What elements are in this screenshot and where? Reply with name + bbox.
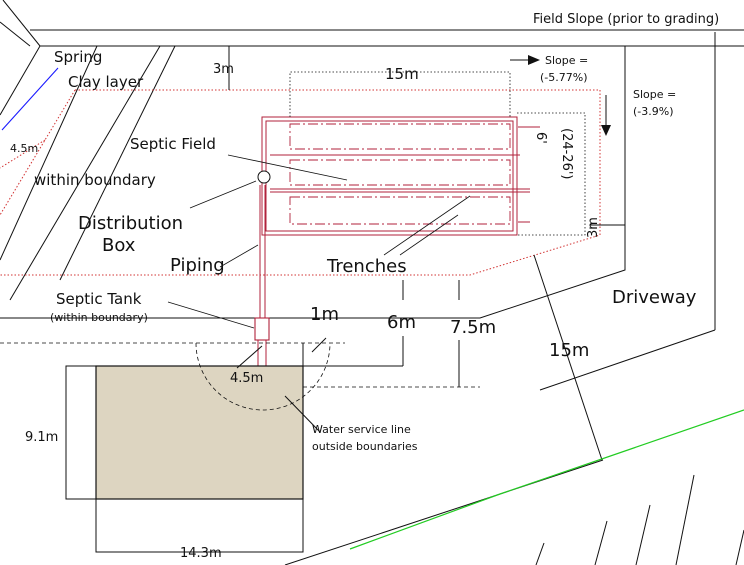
contour-lines-left: [0, 45, 176, 301]
spring-label: Spring: [54, 48, 102, 66]
septic-field-label: Septic Field: [130, 135, 216, 153]
slope-a-line2: (-5.77%): [540, 71, 588, 84]
dim-6ft: 6': [533, 132, 548, 144]
distribution-box-label-1: Distribution: [78, 213, 183, 234]
dim-6m: 6m: [387, 312, 416, 333]
house-group: [0, 280, 480, 553]
property-boundary: [0, 89, 601, 276]
field-slope-lines: [0, 0, 744, 47]
driveway-lines: [0, 32, 716, 391]
dim-4-5m-left: 4.5m: [10, 142, 38, 155]
hatch-lines: [535, 474, 744, 565]
dim-9-1m: 9.1m: [25, 430, 58, 445]
septic-tank-label: Septic Tank: [56, 290, 142, 308]
dim-1m: 1m: [310, 304, 339, 325]
septic-tank-symbol: [254, 317, 270, 341]
slope-b-line1: Slope =: [633, 88, 676, 101]
dim-15m-top: 15m: [385, 65, 419, 83]
road-edge: [349, 409, 744, 550]
trenches-label: Trenches: [326, 256, 407, 277]
septic-tank-note: (within boundary): [50, 311, 148, 324]
piping-label: Piping: [170, 255, 225, 276]
driveway-label: Driveway: [612, 287, 697, 308]
slope-a-line1: Slope =: [545, 54, 588, 67]
dim-24-26ft: (24-26'): [559, 128, 574, 180]
dim-4-5m-house: 4.5m: [230, 371, 263, 386]
field-slope-label: Field Slope (prior to grading): [533, 12, 719, 27]
house: [95, 365, 304, 500]
slope-b-line2: (-3.9%): [633, 105, 674, 118]
distribution-box-label-2: Box: [102, 235, 136, 256]
spring-line: [1, 67, 59, 131]
dim-7-5m: 7.5m: [450, 317, 496, 338]
dim-3m-right: 3m: [586, 217, 601, 238]
dimension-guides: [228, 46, 625, 236]
within-boundary-label: within boundary: [34, 171, 156, 189]
dim-15m-right: 15m: [549, 340, 589, 361]
leader-lines: [167, 154, 604, 565]
slope-arrows: [510, 55, 611, 136]
distribution-box-symbol: [257, 170, 271, 184]
clay-layer-label: Clay layer: [68, 73, 144, 91]
septic-field: [254, 116, 540, 366]
water-line-label-1: Water service line: [312, 423, 411, 436]
water-line-label-2: outside boundaries: [312, 440, 418, 453]
dim-14-3m: 14.3m: [180, 546, 222, 561]
dim-3m-top: 3m: [213, 62, 234, 77]
